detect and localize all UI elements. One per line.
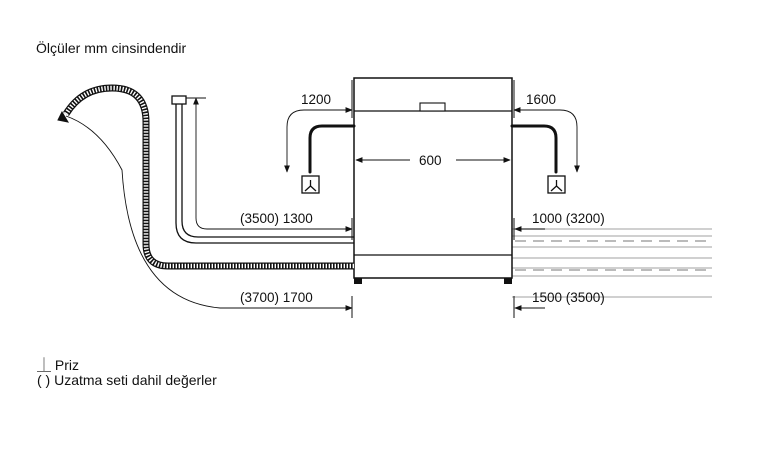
inlet-hose-connector xyxy=(171,95,187,105)
door-handle xyxy=(419,102,446,112)
legend-socket: ⏊ Priz xyxy=(37,355,79,375)
drain-hose xyxy=(57,84,354,270)
dim-width: 600 xyxy=(419,153,442,168)
socket-left-icon xyxy=(301,175,320,194)
dim-right-mid: 1000 (3200) xyxy=(532,211,605,226)
socket-icon: ⏊ xyxy=(37,357,51,373)
utility-lines xyxy=(512,228,712,298)
socket-right-icon xyxy=(547,175,566,194)
left-power-cord xyxy=(308,124,356,174)
inlet-hose xyxy=(171,95,354,244)
dim-left-top: 1200 xyxy=(301,92,331,107)
drain-hose-end xyxy=(57,110,70,123)
bracket-symbol: ( ) xyxy=(37,372,51,388)
left-foot xyxy=(354,278,362,284)
right-power-cord xyxy=(510,124,558,174)
dim-right-bottom: 1500 (3500) xyxy=(532,290,605,305)
dashed-hose-continuation xyxy=(515,240,712,271)
dishwasher xyxy=(353,77,513,284)
dim-left-mid: (3500) 1300 xyxy=(240,211,313,226)
legend-socket-label: Priz xyxy=(54,357,80,373)
dimension-guides xyxy=(65,97,580,311)
page-title: Ölçüler mm cinsindendir xyxy=(36,40,187,56)
right-foot xyxy=(504,278,512,284)
legend-bracket: ( ) Uzatma seti dahil değerler xyxy=(37,372,217,388)
dim-right-top: 1600 xyxy=(526,92,556,107)
dim-left-bottom: (3700) 1700 xyxy=(240,290,313,305)
legend-bracket-label: Uzatma seti dahil değerler xyxy=(54,372,217,388)
reference-ticks xyxy=(351,80,515,318)
